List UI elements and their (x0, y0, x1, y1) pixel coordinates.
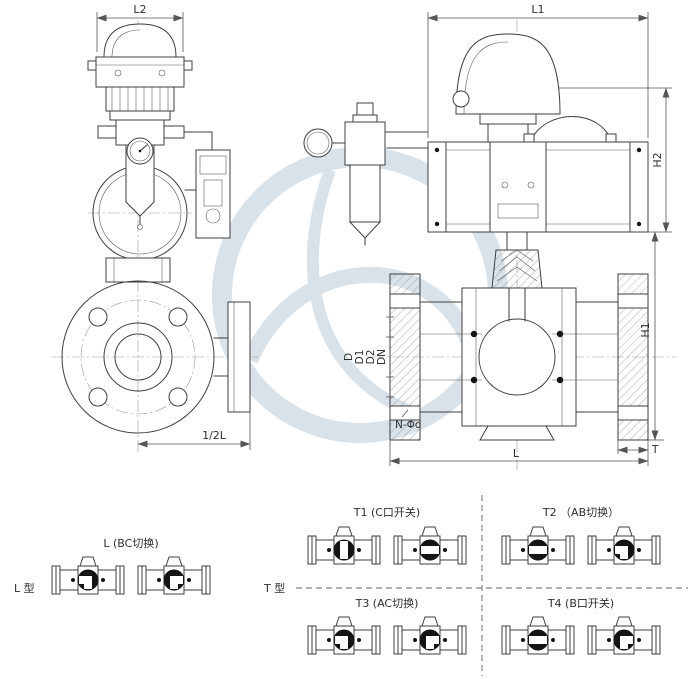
flow-config-section: L 型 T 型 L (BC切换) T1 (C口开关) T2 （AB切换） T3 … (14, 495, 688, 676)
dim-l2-label: L2 (133, 3, 146, 16)
dim-l1: L1 (427, 3, 649, 138)
seat-seal (556, 376, 564, 384)
dim-l: L (389, 440, 649, 466)
dim-d-label: D (343, 353, 355, 361)
config-t1-symbols (307, 526, 467, 565)
dim-nd-label: N-Φd (395, 419, 422, 431)
limit-switch-front (452, 33, 561, 143)
dim-h1-label: H1 (639, 322, 652, 337)
config-t2-symbols (501, 526, 661, 565)
dim-l-label: L (513, 447, 520, 460)
seat-seal (470, 330, 478, 338)
flange-diameter-labels: D D1 D2 DN (343, 316, 394, 398)
config-l-bc-symbols (51, 556, 211, 595)
front-view: L1 H2 H1 D D1 D2 DN N-Φd (303, 3, 676, 470)
valve-mount-bracket (105, 257, 171, 283)
side-view: L2 1/2L (52, 3, 258, 452)
dim-l2: L2 (96, 3, 184, 52)
dim-h2: H2 (559, 87, 672, 233)
filter-regulator-side (97, 110, 213, 151)
limit-switch-side (87, 23, 193, 88)
config-t4-symbols (501, 616, 661, 655)
dim-bolt-holes: N-Φd (395, 409, 422, 431)
valve-symbol (501, 526, 575, 565)
air-tube (529, 116, 613, 143)
config-t1-label: T1 (C口开关) (353, 505, 420, 519)
dim-l1-label: L1 (531, 3, 544, 16)
dim-half-l-label: 1/2L (202, 429, 227, 442)
dim-d2-label: D2 (365, 350, 377, 365)
valve-flange-face (61, 280, 215, 434)
side-port-flange (213, 301, 251, 413)
valve-body-section (389, 231, 649, 441)
dim-half-l: 1/2L (137, 412, 251, 450)
dim-dn-label: DN (376, 349, 388, 365)
seat-seal (470, 376, 478, 384)
pneumatic-actuator (427, 116, 649, 233)
filter-regulator-front (303, 102, 449, 246)
dim-d1-label: D1 (354, 350, 366, 365)
dim-h2-label: H2 (651, 152, 664, 167)
dim-t: T (617, 440, 659, 456)
config-t3-label: T3 (AC切换) (355, 596, 419, 610)
solenoid-valve-box (184, 149, 231, 239)
config-t2-label: T2 （AB切换） (542, 505, 619, 519)
mounting-bracket-ribbed (105, 86, 175, 112)
t-type-label: T 型 (263, 581, 285, 595)
seat-seal (556, 330, 564, 338)
valve-symbol (501, 616, 575, 655)
l-type-label: L 型 (14, 581, 35, 595)
dim-t-label: T (651, 444, 659, 456)
valve-symbol (393, 526, 467, 565)
config-l-bc-label: L (BC切换) (103, 536, 158, 550)
pressure-gauge (126, 137, 154, 165)
dim-h1: H1 (639, 231, 664, 441)
config-t4-label: T4 (B口开关) (547, 596, 614, 610)
config-t3-symbols (307, 616, 467, 655)
